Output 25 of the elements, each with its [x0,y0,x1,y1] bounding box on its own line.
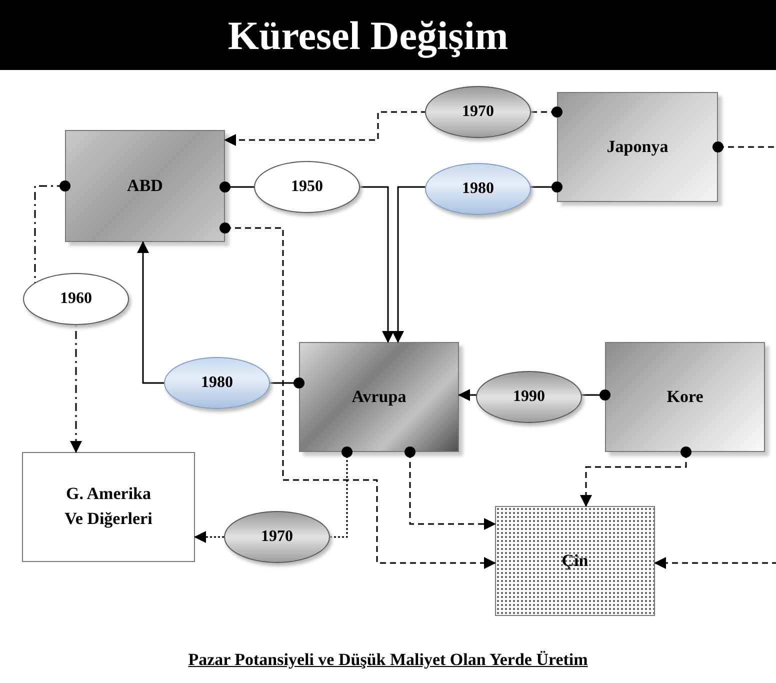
process-box [22,452,195,562]
node-label: Çin [562,550,588,572]
edge-label: 1970 [425,86,531,138]
node-label: G. Amerika Ve Diğerleri [64,483,154,530]
arrow [580,446,692,507]
edge-label: 1970 [224,511,330,563]
process-box [495,506,655,616]
process-box [605,342,765,452]
arrow [404,446,496,530]
edge-label: 1950 [254,161,360,213]
process-box [299,342,459,452]
process-box [557,92,718,202]
node-label: Avrupa [352,386,406,408]
node-label: Kore [666,386,704,408]
arrow [220,222,496,569]
title: Küresel Değişim [0,0,776,70]
node-label: Japonya [606,136,668,158]
arrow [654,142,776,569]
caption: Pazar Potansiyeli ve Düşük Maliyet Olan Yerde Üretim [187,650,589,670]
edge-label: 1980 [164,357,270,409]
edge-label: 1980 [425,163,531,215]
edge-label: 1990 [476,371,582,423]
node-label: ABD [127,174,163,197]
edge-label: 1960 [23,273,129,325]
process-box [65,130,225,242]
